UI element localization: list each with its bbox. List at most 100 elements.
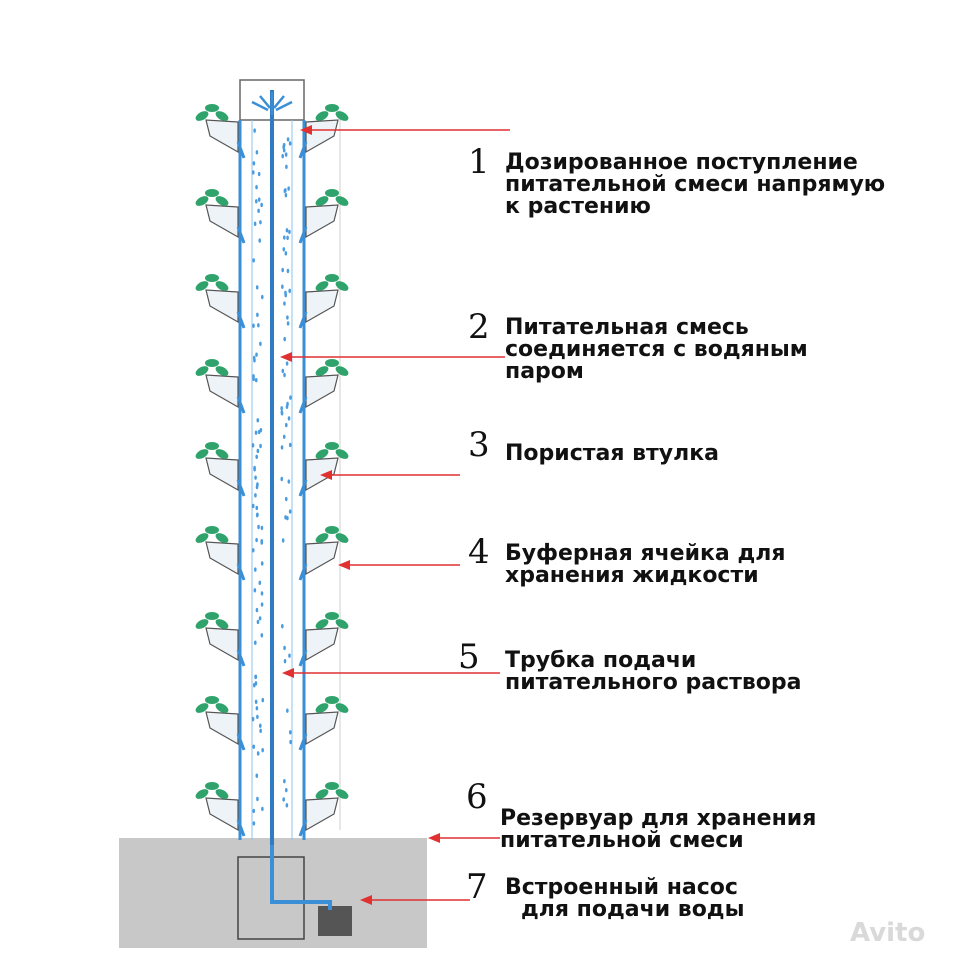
- droplet: [251, 716, 255, 722]
- droplet: [255, 537, 258, 543]
- droplet: [251, 170, 255, 175]
- droplet: [252, 744, 256, 749]
- droplet: [284, 251, 288, 256]
- droplet: [254, 699, 258, 705]
- droplet: [283, 336, 287, 342]
- label-line: питательной смеси: [500, 828, 744, 853]
- planter-pocket: [298, 782, 349, 837]
- droplet: [281, 267, 284, 273]
- label-line: Буферная ячейка для: [505, 541, 786, 566]
- droplet: [254, 674, 257, 680]
- arrow-head-7: [360, 895, 372, 905]
- droplet: [255, 607, 259, 613]
- droplet: [252, 808, 256, 814]
- droplet: [254, 430, 258, 435]
- arrow-head-1: [300, 125, 312, 135]
- spray-head: [251, 92, 293, 115]
- droplet: [283, 645, 286, 651]
- droplet: [259, 427, 263, 433]
- droplet: [281, 624, 284, 629]
- droplet: [256, 619, 260, 625]
- droplet: [256, 714, 259, 720]
- droplet: [280, 411, 284, 416]
- droplet: [259, 220, 262, 225]
- droplet: [257, 197, 261, 202]
- droplet: [284, 192, 288, 198]
- droplet: [282, 148, 286, 153]
- droplet: [253, 465, 256, 471]
- droplet: [257, 208, 260, 214]
- droplet: [256, 751, 260, 756]
- droplet: [286, 137, 290, 142]
- droplet: [280, 445, 284, 450]
- planter-pocket: [195, 612, 246, 667]
- planter-pocket: [195, 782, 246, 837]
- label-line: Встроенный насос: [505, 875, 738, 900]
- droplet: [254, 199, 258, 204]
- planter-pocket: [298, 104, 349, 159]
- planter-pocket: [298, 612, 349, 667]
- droplet: [256, 512, 259, 517]
- droplet: [257, 323, 260, 328]
- droplet: [285, 404, 289, 409]
- reservoir-base: [119, 838, 427, 948]
- droplet: [284, 293, 288, 298]
- droplet: [281, 538, 285, 543]
- droplet: [255, 150, 259, 155]
- droplet: [289, 395, 292, 400]
- droplet: [260, 561, 264, 566]
- droplet: [258, 723, 262, 728]
- droplet: [284, 152, 288, 157]
- droplet: [288, 509, 292, 514]
- label-number-4: 4: [468, 532, 490, 572]
- droplet: [284, 515, 287, 520]
- label-number-2: 2: [468, 307, 490, 347]
- droplet: [286, 315, 289, 320]
- label-number-5: 5: [458, 637, 480, 677]
- arrow-head-3: [320, 470, 332, 480]
- droplet: [286, 708, 289, 713]
- droplet: [287, 479, 291, 484]
- droplet: [282, 797, 285, 802]
- label-line: питательной смеси напрямую: [505, 172, 886, 197]
- label-line: хранения жидкости: [505, 563, 759, 588]
- droplet: [251, 443, 255, 448]
- droplet: [254, 640, 257, 645]
- planter-pocket: [195, 359, 246, 414]
- planter-pocket: [298, 359, 349, 414]
- label-number-3: 3: [468, 425, 490, 465]
- droplet: [255, 184, 258, 190]
- label-line: Пористая втулка: [505, 441, 720, 466]
- droplet: [255, 285, 259, 290]
- water-droplets: [251, 128, 292, 826]
- droplet: [255, 484, 259, 490]
- droplet: [283, 235, 286, 240]
- label-line: паром: [505, 359, 584, 384]
- planter-pocket: [298, 189, 349, 244]
- droplet: [285, 803, 289, 808]
- planter-pocket: [298, 274, 349, 329]
- droplet: [281, 153, 284, 159]
- droplet: [288, 229, 291, 235]
- planter-pocket: [195, 526, 246, 581]
- droplet: [288, 288, 291, 294]
- label-number-1: 1: [468, 142, 490, 182]
- droplet: [287, 416, 291, 421]
- droplet: [283, 659, 287, 664]
- droplet: [283, 778, 286, 784]
- label-text-3: Пористая втулка: [505, 443, 719, 465]
- droplet: [284, 422, 288, 428]
- droplet: [258, 238, 262, 243]
- droplet: [281, 368, 285, 374]
- droplet: [281, 284, 284, 289]
- droplet: [254, 681, 258, 686]
- droplet: [261, 747, 264, 753]
- pointer-arrows: [280, 125, 510, 905]
- label-line: Дозированное поступление: [505, 150, 858, 175]
